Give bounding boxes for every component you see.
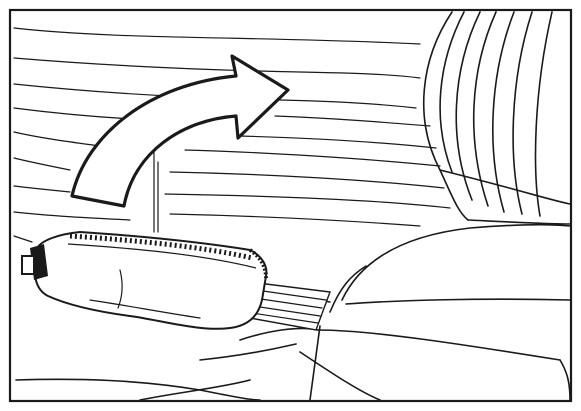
parking-brake-illustration: [0, 0, 581, 411]
illustration-canvas: [0, 0, 581, 411]
